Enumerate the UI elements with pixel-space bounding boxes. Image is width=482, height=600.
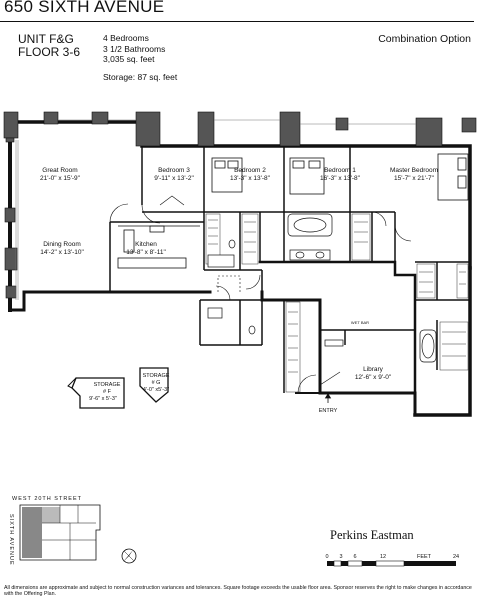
storage-f-dims: 9'-6" x 5'-3" bbox=[89, 396, 117, 402]
storage-f-title: STORAGE bbox=[94, 382, 121, 388]
bedroom1-dims: 16'-3" x 13'-8" bbox=[320, 175, 361, 182]
storage-g-title: STORAGE bbox=[143, 373, 170, 379]
bedroom2-label: Bedroom 2 bbox=[234, 167, 266, 174]
storage-f: STORAGE # F 9'-6" x 5'-3" bbox=[67, 377, 125, 409]
interior-walls bbox=[109, 146, 470, 393]
bedroom3-dims: 9'-11" x 13'-2" bbox=[154, 175, 194, 182]
library-dims: 12'-6" x 9'-0" bbox=[355, 374, 392, 381]
kitchen-label: Kitchen bbox=[135, 241, 157, 248]
window-glazing bbox=[15, 119, 416, 300]
scale-tick-6: 6 bbox=[353, 554, 356, 560]
window-piers bbox=[3, 111, 477, 299]
entry-arrow bbox=[324, 393, 332, 403]
key-plan-street-side: SIXTH AVENUE bbox=[8, 514, 14, 566]
wet-bar-label: WET BAR bbox=[351, 320, 369, 325]
kitchen-counters bbox=[117, 225, 200, 269]
scale-tick-12: 12 bbox=[380, 554, 386, 560]
architect-logo: Perkins Eastman bbox=[330, 528, 414, 542]
bedroom-count: 4 Bedrooms bbox=[103, 33, 149, 43]
disclaimer: All dimensions are approximate and subje… bbox=[4, 585, 472, 598]
master-bedroom-dims: 15'-7" x 21'-7" bbox=[394, 175, 435, 182]
unit-floors: FLOOR 3-6 bbox=[18, 45, 81, 59]
storage-f-number: # F bbox=[103, 389, 112, 395]
building-address: 650 SIXTH AVENUE bbox=[4, 0, 165, 16]
dining-room-label: Dining Room bbox=[43, 241, 81, 248]
dining-room-dims: 14'-2" x 13'-10" bbox=[40, 249, 84, 256]
stair-dashes bbox=[217, 275, 241, 292]
closets bbox=[205, 213, 469, 393]
master-bedroom-label: Master Bedroom bbox=[390, 167, 438, 174]
scale-unit: FEET bbox=[417, 554, 432, 560]
great-room-dims: 21'-0" x 15'-9" bbox=[40, 175, 81, 182]
kitchen-dims: 13'-8" x 8'-11" bbox=[126, 249, 166, 256]
beds bbox=[211, 153, 469, 201]
bedroom1-label: Bedroom 1 bbox=[324, 167, 356, 174]
bedroom3-label: Bedroom 3 bbox=[158, 167, 190, 174]
entry-label: ENTRY bbox=[319, 408, 338, 414]
square-footage: 3,035 sq. feet bbox=[103, 54, 155, 64]
scale-bar: 0 3 6 12 FEET 24 bbox=[325, 554, 459, 567]
storage-g: STORAGE # G 4'-0" x5'-3" bbox=[139, 367, 170, 403]
unit-block: UNIT F&G FLOOR 3-6 bbox=[18, 33, 98, 59]
north-arrow-icon bbox=[121, 548, 137, 564]
option-label: Combination Option bbox=[378, 33, 471, 45]
scale-tick-3: 3 bbox=[339, 554, 342, 560]
library-label: Library bbox=[363, 366, 384, 373]
bedroom2-dims: 13'-3" x 13'-8" bbox=[230, 175, 271, 182]
scale-tick-24: 24 bbox=[453, 554, 459, 560]
unit-specs: 4 Bedrooms 3 1/2 Bathrooms 3,035 sq. fee… bbox=[103, 33, 165, 65]
storage-g-dims: 4'-0" x5'-3" bbox=[143, 387, 169, 393]
great-room-label: Great Room bbox=[42, 167, 77, 174]
key-plan: WEST 20TH STREET SIXTH AVENUE bbox=[8, 496, 101, 566]
bathroom-count: 3 1/2 Bathrooms bbox=[103, 43, 166, 54]
door-swings bbox=[109, 195, 412, 394]
storage-area: Storage: 87 sq. feet bbox=[103, 72, 178, 82]
title-divider bbox=[0, 21, 474, 22]
bathroom-fixtures bbox=[207, 213, 437, 363]
key-plan-street-top: WEST 20TH STREET bbox=[12, 496, 82, 502]
unit-name: UNIT F&G bbox=[18, 32, 74, 46]
scale-tick-0: 0 bbox=[325, 554, 328, 560]
storage-g-number: # G bbox=[152, 380, 161, 386]
